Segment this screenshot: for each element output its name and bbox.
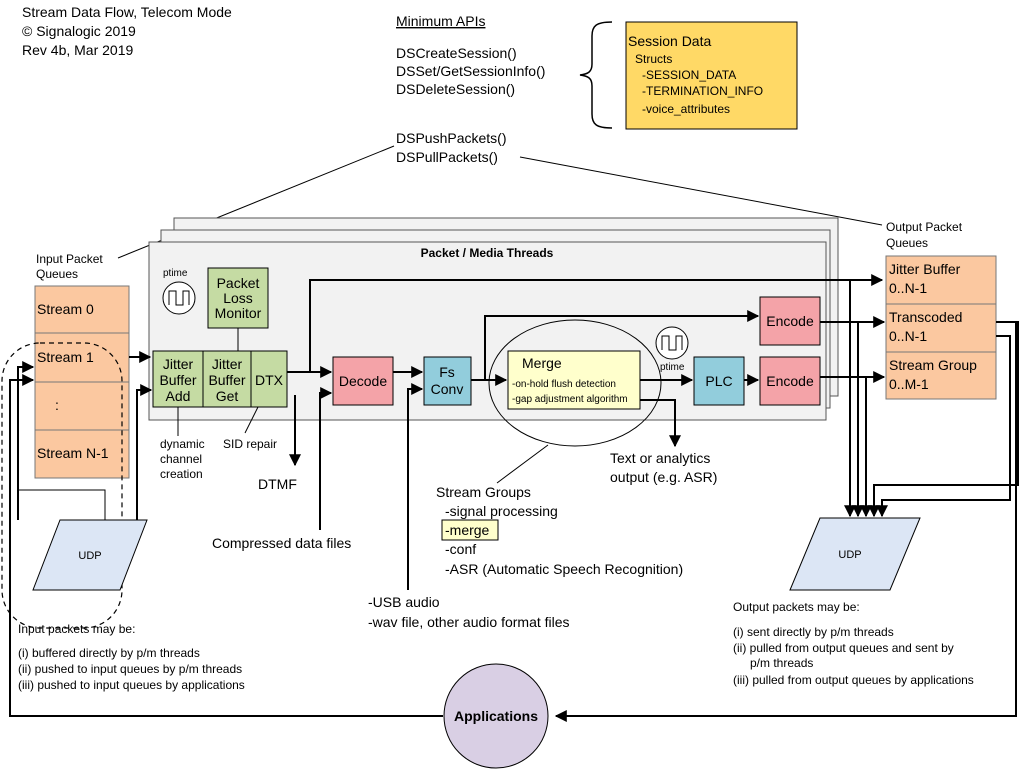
svg-text:(ii) pulled from output queues: (ii) pulled from output queues and sent … [733, 641, 954, 655]
ptime-right-clock-icon [655, 326, 689, 360]
output-queues-label: Queues [886, 236, 928, 250]
input-queues-label: Queues [36, 267, 78, 281]
svg-text:Jitter: Jitter [163, 356, 194, 372]
output-queues-label: Output Packet [886, 220, 963, 234]
svg-text:-signal processing: -signal processing [445, 503, 558, 519]
svg-text:Get: Get [216, 388, 239, 404]
revision-text: Rev 4b, Mar 2019 [22, 42, 133, 58]
api-set-get-session-info: DSSet/GetSessionInfo() [396, 63, 545, 79]
session-data-subtitle: Structs [635, 52, 672, 66]
fs-conv-block [423, 356, 472, 406]
input-stream-1: Stream 1 [37, 349, 94, 365]
dynamic-channel-note: dynamic [160, 437, 205, 451]
svg-text:DTX: DTX [255, 372, 284, 388]
svg-text:-gap adjustment algorithm: -gap adjustment algorithm [512, 394, 628, 405]
session-data-box [625, 21, 798, 130]
svg-text:Buffer: Buffer [208, 372, 245, 388]
svg-text:PLC: PLC [705, 373, 732, 389]
session-data-item: -voice_attributes [642, 102, 730, 116]
merge-highlight [441, 519, 499, 541]
apis-heading: Minimum APIs [396, 13, 485, 29]
udp-left-label: UDP [78, 550, 101, 562]
pulse-icon [168, 290, 190, 306]
svg-text:Conv: Conv [431, 381, 464, 397]
svg-text:(i) buffered directly by p/m t: (i) buffered directly by p/m threads [18, 646, 200, 660]
svg-text:output (e.g. ASR): output (e.g. ASR) [610, 469, 717, 485]
input-notes-title: Input packets may be: [18, 622, 135, 636]
pulse-icon [661, 335, 683, 351]
ptime-right-label: ptime [660, 362, 685, 373]
svg-text:p/m threads: p/m threads [750, 656, 813, 670]
svg-text:Encode: Encode [766, 373, 814, 389]
sid-repair-note: SID repair [223, 437, 277, 451]
ptime-left-label: ptime [163, 268, 188, 279]
input-queues-label: Input Packet [36, 252, 103, 266]
svg-text:(iii) pushed to input queues b: (iii) pushed to input queues by applicat… [18, 678, 245, 692]
output-notes-title: Output packets may be: [733, 600, 860, 614]
threads-title: Packet / Media Threads [421, 246, 554, 260]
udp-left-shape [32, 519, 148, 591]
api-pull-packets: DSPullPackets() [396, 149, 498, 165]
svg-text:Packet: Packet [217, 275, 260, 291]
dtmf-label: DTMF [258, 476, 297, 492]
applications-label: Applications [454, 708, 538, 724]
svg-text:Merge: Merge [522, 355, 562, 371]
svg-text:(iii) pulled from output queue: (iii) pulled from output queues by appli… [733, 673, 974, 687]
svg-text:Encode: Encode [766, 313, 814, 329]
udp-right-shape [789, 517, 921, 591]
diagram-title: Stream Data Flow, Telecom Mode [22, 4, 232, 20]
output-stream-group: Stream Group [889, 357, 977, 373]
svg-text:channel: channel [160, 452, 202, 466]
api-create-session: DSCreateSession() [396, 45, 517, 61]
svg-text:-on-hold flush detection: -on-hold flush detection [512, 379, 616, 390]
svg-text:Decode: Decode [339, 373, 387, 389]
brace-shape [579, 21, 613, 129]
svg-text:-conf: -conf [445, 541, 476, 557]
udp-right-label: UDP [838, 549, 861, 561]
compressed-data-label: Compressed data files [212, 535, 351, 551]
session-data-item: -TERMINATION_INFO [642, 84, 763, 98]
merge-block [507, 350, 641, 410]
applications-node [443, 663, 549, 769]
packet-loss-monitor-block [207, 267, 269, 329]
svg-text:Fs: Fs [439, 364, 455, 380]
dtx-block [250, 350, 288, 408]
dashed-direct-path-loop [1, 342, 123, 629]
svg-text:-merge: -merge [445, 522, 490, 538]
decode-block [332, 356, 394, 406]
svg-text:Monitor: Monitor [215, 305, 262, 321]
usb-audio-label: -USB audio [368, 594, 440, 610]
pull-leader-line [519, 156, 883, 226]
input-stream-n-1: Stream N-1 [37, 445, 109, 461]
session-data-title: Session Data [628, 33, 711, 49]
text-analytics-output: Text or analytics [610, 450, 710, 466]
svg-text:Loss: Loss [223, 290, 253, 306]
output-transcoded: Transcoded [889, 309, 962, 325]
svg-text:Add: Add [166, 388, 191, 404]
copyright-text: © Signalogic 2019 [22, 23, 136, 39]
svg-text:creation: creation [160, 467, 203, 481]
svg-text:0..N-1: 0..N-1 [889, 280, 927, 296]
svg-text:Buffer: Buffer [159, 372, 196, 388]
api-push-packets: DSPushPackets() [396, 130, 506, 146]
output-queues-box [885, 255, 997, 400]
wav-file-label: -wav file, other audio format files [368, 614, 570, 630]
svg-text:-ASR (Automatic Speech Recogni: -ASR (Automatic Speech Recognition) [445, 561, 683, 577]
svg-text:Jitter: Jitter [212, 356, 243, 372]
input-stream-0: Stream 0 [37, 301, 94, 317]
encode-top-block [759, 296, 821, 346]
api-delete-session: DSDeleteSession() [396, 81, 515, 97]
svg-text:(i) sent directly by p/m threa: (i) sent directly by p/m threads [733, 625, 894, 639]
input-stream-ellipsis: : [55, 397, 59, 413]
stream-groups-title: Stream Groups [436, 484, 531, 500]
output-jitter-buffer: Jitter Buffer [889, 261, 961, 277]
svg-text:0..M-1: 0..M-1 [889, 376, 929, 392]
svg-text:0..N-1: 0..N-1 [889, 328, 927, 344]
svg-text:(ii) pushed to input queues by: (ii) pushed to input queues by p/m threa… [18, 662, 242, 676]
ptime-left-clock-icon [162, 281, 196, 315]
stream-group-ellipse [488, 319, 662, 447]
encode-bottom-block [759, 356, 821, 406]
session-data-item: -SESSION_DATA [642, 68, 736, 82]
